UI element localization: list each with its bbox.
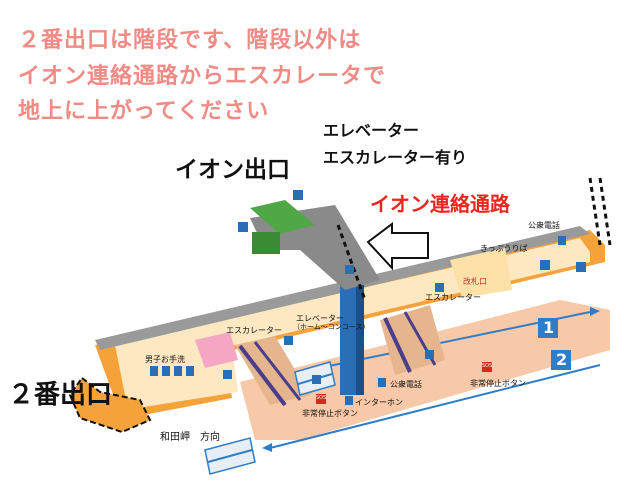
locker-icon <box>312 375 321 384</box>
aeon-exit-label: イオン出口 <box>175 157 290 183</box>
track-line-2 <box>269 364 601 449</box>
exit2-passage <box>68 376 152 434</box>
ticket-machine-icon <box>540 260 550 270</box>
ticket-gate-label: 改札口 <box>463 277 487 286</box>
escalator-icon-lower-left <box>223 370 232 379</box>
track1-box <box>538 318 558 338</box>
restroom-icon-man <box>150 366 158 376</box>
platform-floor <box>240 300 610 440</box>
restroom-icon-wheel <box>174 366 182 376</box>
elevator-escalator-label-2: エスカレーター有り <box>323 148 468 167</box>
elevator-shaft-side <box>356 285 364 395</box>
passage-arrow <box>366 222 429 271</box>
restroom-area <box>195 332 238 368</box>
passage-dash-right2 <box>598 177 612 246</box>
phone-icon-top <box>558 236 566 245</box>
restroom-icon-wc <box>162 366 170 376</box>
track-arrow-2 <box>262 443 272 452</box>
escalator-icon-aeon <box>293 190 303 200</box>
elevator-label-1: エレベーター <box>296 314 344 323</box>
passage-dash-center <box>336 224 367 301</box>
emergency-stop-right-label: 非常停止ボタン <box>470 379 526 388</box>
escalator-left-rail2 <box>253 341 302 401</box>
wheelchair-icon-top <box>576 262 586 272</box>
track1-number: 1 <box>543 318 555 337</box>
emergency-stop-left-label: 非常停止ボタン <box>302 409 358 418</box>
aeon-escalator-base <box>252 232 280 254</box>
intercom-icon <box>345 396 353 405</box>
escalator-icon-left <box>284 336 293 345</box>
sos-label-right: SOS <box>482 363 493 369</box>
escalator-right-rail <box>383 317 412 373</box>
phone-icon-bottom <box>378 378 386 387</box>
track2-number: 2 <box>556 350 568 369</box>
sos-icon-left <box>316 394 326 404</box>
train-left <box>204 437 256 475</box>
public-phone-bottom-label: 公衆電話 <box>390 380 422 389</box>
restroom-icon-baby <box>186 366 194 376</box>
notice-line-2: イオン連絡通路からエスカレータで <box>18 64 387 89</box>
aeon-passage-label: イオン連絡通路 <box>370 192 510 216</box>
escalator-icon-right <box>435 283 444 292</box>
ticket-gate-area <box>450 248 512 298</box>
passage-dash-right <box>588 177 602 246</box>
track2-box <box>551 350 571 370</box>
notice-line-3: 地上に上がってください <box>18 99 270 124</box>
restroom-label: 男子お手洗 <box>145 355 185 364</box>
ticket-office-label: きっぷうりば <box>480 244 528 253</box>
escalator-right-label: エスカレーター <box>425 293 481 302</box>
elevator-icon-center <box>345 265 354 274</box>
wadamisaki-label: 和田岬 方向 <box>160 432 220 443</box>
elevator-escalator-label-1: エレベーター <box>323 121 420 140</box>
elevator-label-2: （ホーム～コンコース） <box>293 323 370 331</box>
escalator-left-rail <box>238 344 287 407</box>
escalator-left-label: エスカレーター <box>226 326 282 335</box>
sos-icon-right <box>482 362 492 372</box>
notice-line-1: ２番出口は階段です、階段以外は <box>18 28 362 53</box>
public-phone-top-label: 公衆電話 <box>528 221 560 230</box>
aeon-escalator <box>250 200 315 234</box>
elevator-shaft <box>340 285 356 395</box>
elevator-icon-aeon <box>238 222 248 232</box>
escalator-icon-bottom <box>425 350 434 359</box>
sos-label-left: SOS <box>316 395 327 401</box>
exit2-label: ２番出口 <box>8 380 113 410</box>
track-arrow-1 <box>590 307 600 316</box>
intercom-label: インターホン <box>355 398 403 407</box>
